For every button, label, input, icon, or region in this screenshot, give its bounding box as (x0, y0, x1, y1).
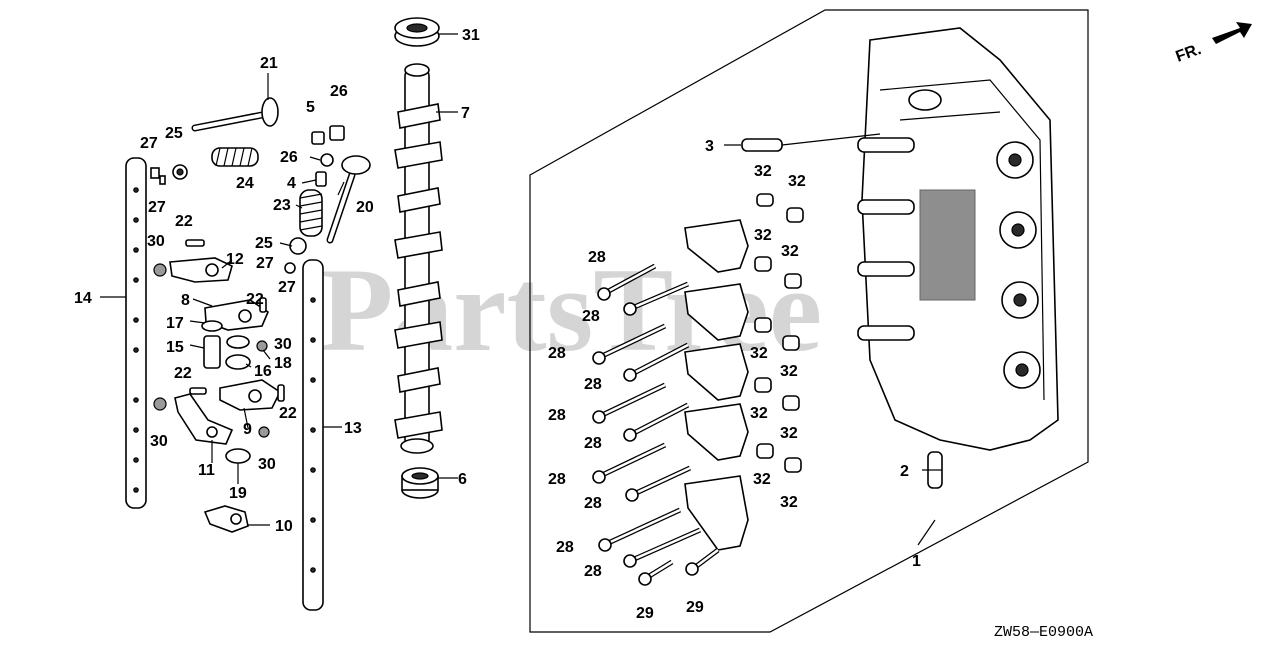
callout-18: 18 (274, 355, 292, 372)
rocker-arm-11 (174, 393, 234, 445)
callout-32i: 32 (753, 471, 771, 488)
callout-28b: 28 (582, 308, 600, 325)
callout-28h: 28 (584, 495, 602, 512)
seal-6 (401, 467, 439, 499)
spacers (153, 239, 285, 464)
valve-21 (191, 97, 279, 132)
callout-4: 4 (287, 175, 296, 192)
callout-7: 7 (461, 105, 470, 122)
callout-30c: 30 (150, 433, 168, 450)
callout-14: 14 (74, 290, 92, 307)
callout-22a: 22 (175, 213, 193, 230)
callout-2: 2 (900, 463, 909, 480)
callout-29b: 29 (686, 599, 704, 616)
callout-28g: 28 (548, 471, 566, 488)
camshaft-holders (684, 219, 749, 551)
valve-spring-23 (299, 189, 323, 237)
callout-12: 12 (226, 251, 244, 268)
bolts-29 (638, 548, 720, 586)
fr-label: FR. (1174, 41, 1204, 66)
callout-28e: 28 (548, 407, 566, 424)
callout-27d: 27 (278, 279, 296, 296)
callout-32d: 32 (781, 243, 799, 260)
callout-28c: 28 (548, 345, 566, 362)
valve-spring-24 (211, 147, 259, 167)
leader-lines (100, 33, 942, 546)
rocker-arm-12 (169, 257, 233, 283)
callout-26a: 26 (330, 83, 348, 100)
callout-32f: 32 (780, 363, 798, 380)
callout-26b: 26 (280, 149, 298, 166)
callout-32a: 32 (754, 163, 772, 180)
callout-19: 19 (229, 485, 247, 502)
callout-27c: 27 (256, 255, 274, 272)
bolts-28 (592, 263, 702, 568)
callout-3: 3 (705, 138, 714, 155)
callout-28j: 28 (584, 563, 602, 580)
callout-22c: 22 (174, 365, 192, 382)
callout-25b: 25 (255, 235, 273, 252)
callout-32e: 32 (750, 345, 768, 362)
callout-8: 8 (181, 292, 190, 309)
callout-22b: 22 (246, 291, 264, 308)
callout-9: 9 (243, 421, 252, 438)
callout-28f: 28 (584, 435, 602, 452)
callout-21: 21 (260, 55, 278, 72)
callout-30d: 30 (258, 456, 276, 473)
callout-13: 13 (344, 420, 362, 437)
callout-11: 11 (198, 462, 215, 479)
callout-28i: 28 (556, 539, 574, 556)
rocker-shaft-right (302, 259, 324, 611)
callout-32g: 32 (750, 405, 768, 422)
callout-28a: 28 (588, 249, 606, 266)
cylinder-head (861, 27, 1059, 451)
diagram-code: ZW58—E0900A (994, 624, 1093, 640)
callout-6: 6 (458, 471, 467, 488)
dowels-32 (754, 193, 804, 473)
callout-16: 16 (254, 363, 272, 380)
callout-1: 1 (912, 553, 921, 570)
callout-30b: 30 (274, 336, 292, 353)
valve-20 (326, 155, 371, 244)
callout-27a: 27 (140, 135, 158, 152)
callout-10: 10 (275, 518, 293, 535)
callout-32j: 32 (780, 494, 798, 511)
front-direction-indicator: FR. (1174, 22, 1252, 66)
callout-17: 17 (166, 315, 184, 332)
camshaft (394, 63, 443, 454)
rocker-shaft-left (125, 157, 147, 509)
callout-22d: 22 (279, 405, 297, 422)
cylinder-head-frame (529, 9, 1089, 633)
callout-24: 24 (236, 175, 254, 192)
callout-32c: 32 (754, 227, 772, 244)
callout-27b: 27 (148, 199, 166, 216)
dowel-pin-3 (741, 133, 881, 152)
callout-31: 31 (462, 27, 480, 44)
callout-15: 15 (166, 339, 184, 356)
callout-20: 20 (356, 199, 374, 216)
callout-28d: 28 (584, 376, 602, 393)
callout-5: 5 (306, 99, 315, 116)
retainers-and-keepers (150, 125, 345, 274)
callout-23: 23 (273, 197, 291, 214)
valve-guides (857, 137, 915, 341)
oil-seal-31 (394, 17, 440, 47)
rocker-arm-10 (203, 505, 249, 533)
callout-32h: 32 (780, 425, 798, 442)
callout-32b: 32 (788, 173, 806, 190)
rocker-arm-9 (219, 379, 282, 411)
callout-25a: 25 (165, 125, 183, 142)
callout-30a: 30 (147, 233, 165, 250)
callout-labels: 31 7 6 21 5 26 26 4 23 20 27 25 24 27 22… (74, 27, 921, 622)
callout-29a: 29 (636, 605, 654, 622)
